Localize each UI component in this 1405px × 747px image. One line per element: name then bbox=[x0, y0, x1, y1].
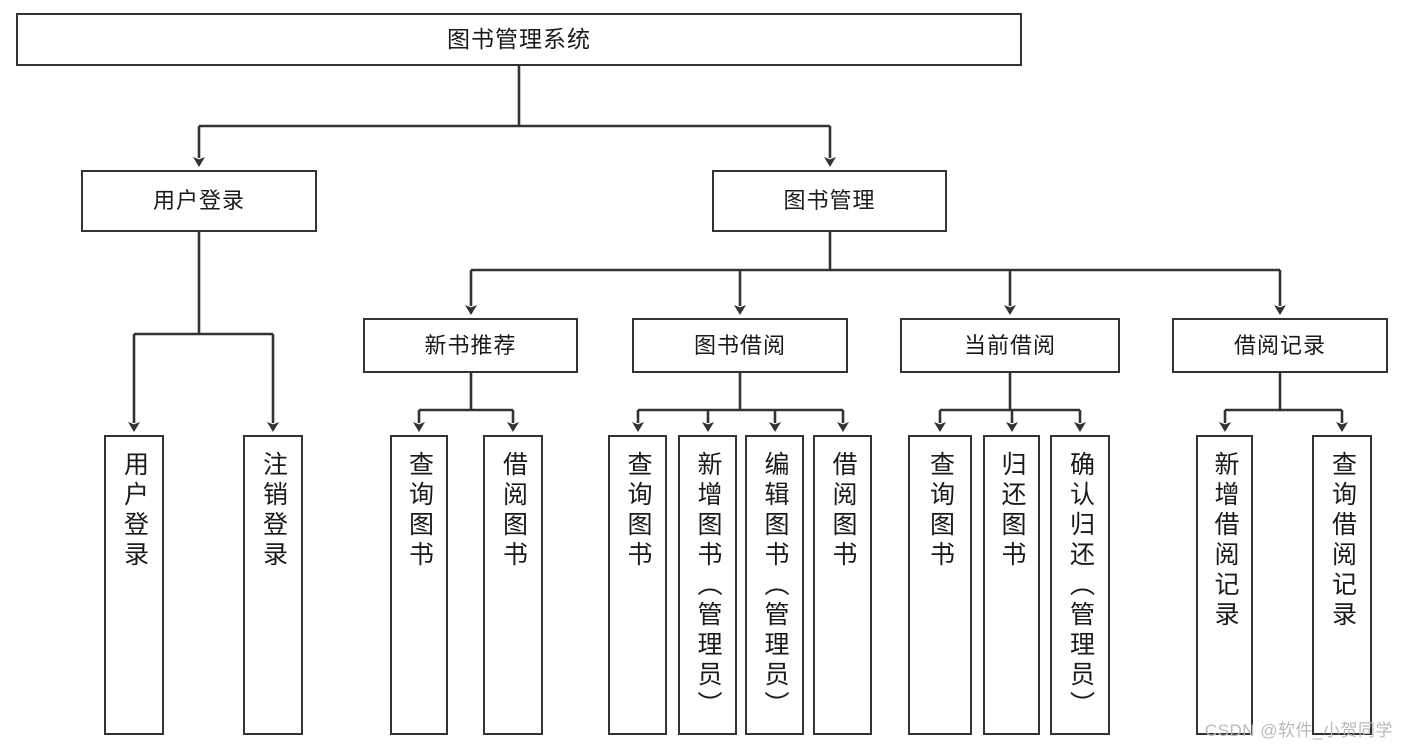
node-leaf-logout[interactable]: 注销登录 bbox=[243, 435, 303, 735]
node-label-new-book-rec: 新书推荐 bbox=[424, 332, 517, 358]
node-label-user-login: 用户登录 bbox=[152, 188, 245, 214]
node-borrow-record[interactable]: 借阅记录 bbox=[1172, 318, 1388, 373]
node-leaf-borrow-book-a[interactable]: 借阅图书 bbox=[483, 435, 543, 735]
node-leaf-edit-book[interactable]: 编辑图书（管理员） bbox=[745, 435, 804, 735]
node-leaf-query-book-c[interactable]: 查询图书 bbox=[908, 435, 972, 735]
node-label-leaf-edit-book: 编辑图书（管理员） bbox=[761, 451, 789, 721]
node-book-manage[interactable]: 图书管理 bbox=[712, 170, 947, 232]
node-leaf-add-record[interactable]: 新增借阅记录 bbox=[1196, 435, 1253, 735]
node-label-leaf-add-record: 新增借阅记录 bbox=[1211, 451, 1239, 631]
node-current-borrow[interactable]: 当前借阅 bbox=[900, 318, 1120, 373]
node-label-leaf-user-login: 用户登录 bbox=[120, 451, 149, 571]
node-label-leaf-query-book-b: 查询图书 bbox=[624, 451, 652, 571]
node-label-leaf-confirm-return: 确认归还（管理员） bbox=[1066, 451, 1095, 721]
node-leaf-return-book[interactable]: 归还图书 bbox=[983, 435, 1040, 735]
node-leaf-query-book-a[interactable]: 查询图书 bbox=[390, 435, 448, 735]
node-label-book-borrow: 图书借阅 bbox=[693, 332, 786, 358]
node-label-leaf-query-book-c: 查询图书 bbox=[926, 451, 955, 571]
node-label-leaf-add-book: 新增图书（管理员） bbox=[694, 451, 722, 721]
node-new-book-rec[interactable]: 新书推荐 bbox=[363, 318, 578, 373]
node-leaf-borrow-book-b[interactable]: 借阅图书 bbox=[813, 435, 872, 735]
node-label-leaf-borrow-book-b: 借阅图书 bbox=[829, 451, 857, 571]
node-leaf-query-record[interactable]: 查询借阅记录 bbox=[1312, 435, 1372, 735]
node-label-leaf-logout: 注销登录 bbox=[259, 451, 288, 571]
node-leaf-confirm-return[interactable]: 确认归还（管理员） bbox=[1050, 435, 1110, 735]
node-label-borrow-record: 借阅记录 bbox=[1233, 332, 1326, 358]
node-label-current-borrow: 当前借阅 bbox=[963, 332, 1056, 358]
node-label-leaf-borrow-book-a: 借阅图书 bbox=[499, 451, 528, 571]
node-label-leaf-return-book: 归还图书 bbox=[998, 451, 1026, 571]
node-user-login[interactable]: 用户登录 bbox=[81, 170, 317, 232]
node-label-root: 图书管理系统 bbox=[447, 25, 591, 52]
node-label-leaf-query-record: 查询借阅记录 bbox=[1328, 451, 1357, 631]
node-leaf-query-book-b[interactable]: 查询图书 bbox=[608, 435, 667, 735]
node-label-book-manage: 图书管理 bbox=[783, 188, 876, 214]
node-root[interactable]: 图书管理系统 bbox=[16, 13, 1022, 66]
node-book-borrow[interactable]: 图书借阅 bbox=[632, 318, 848, 373]
node-leaf-user-login[interactable]: 用户登录 bbox=[104, 435, 164, 735]
node-label-leaf-query-book-a: 查询图书 bbox=[405, 451, 434, 571]
node-leaf-add-book[interactable]: 新增图书（管理员） bbox=[678, 435, 737, 735]
